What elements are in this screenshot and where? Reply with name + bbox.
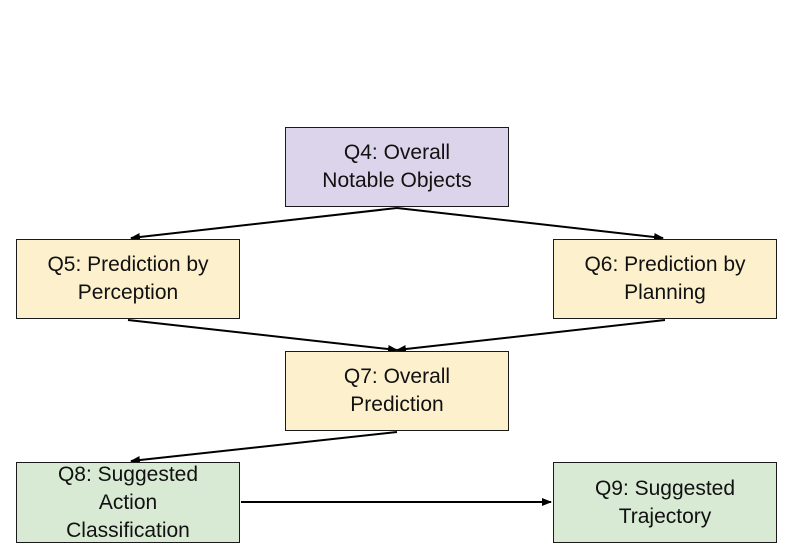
edge-q7-to-q8 — [130, 431, 398, 465]
node-q9-suggested-trajectory: Q9: Suggested Trajectory — [553, 462, 777, 543]
node-q9-line-2: Trajectory — [618, 504, 712, 528]
node-q5-line-2: Perception — [77, 281, 179, 304]
node-q7-overall-prediction: Q7: Overall Prediction — [285, 351, 509, 431]
node-q6-prediction-by-planning: Q6: Prediction by Planning — [553, 239, 777, 319]
node-q9-line-1: Q9: Suggested — [594, 476, 736, 500]
node-q6-line-2: Planning — [624, 281, 706, 304]
node-q5-line-1: Q5: Prediction by — [47, 253, 209, 276]
node-q8-line-1: Q8: Suggested — [57, 462, 199, 486]
node-q7-line-1: Q7: Overall — [343, 365, 451, 388]
node-q6-line-1: Q6: Prediction by — [584, 253, 746, 276]
node-q4-line-2: Notable Objects — [322, 169, 472, 192]
node-q8-line-2: Action — [98, 490, 158, 514]
node-q8-line-3: Classification — [66, 518, 190, 542]
node-q7-line-2: Prediction — [350, 393, 444, 416]
edge-q4-to-q5 — [130, 207, 398, 241]
node-q4-line-1: Q4: Overall — [343, 141, 451, 164]
node-q4-overall-notable-objects: Q4: Overall Notable Objects — [285, 127, 509, 207]
node-q8-suggested-action-classification: Q8: Suggested Action Classification — [16, 462, 240, 543]
edge-q6-to-q7 — [396, 319, 666, 353]
node-q5-prediction-by-perception: Q5: Prediction by Perception — [16, 239, 240, 319]
edge-q4-to-q6 — [396, 207, 664, 241]
edge-q5-to-q7 — [127, 319, 398, 353]
